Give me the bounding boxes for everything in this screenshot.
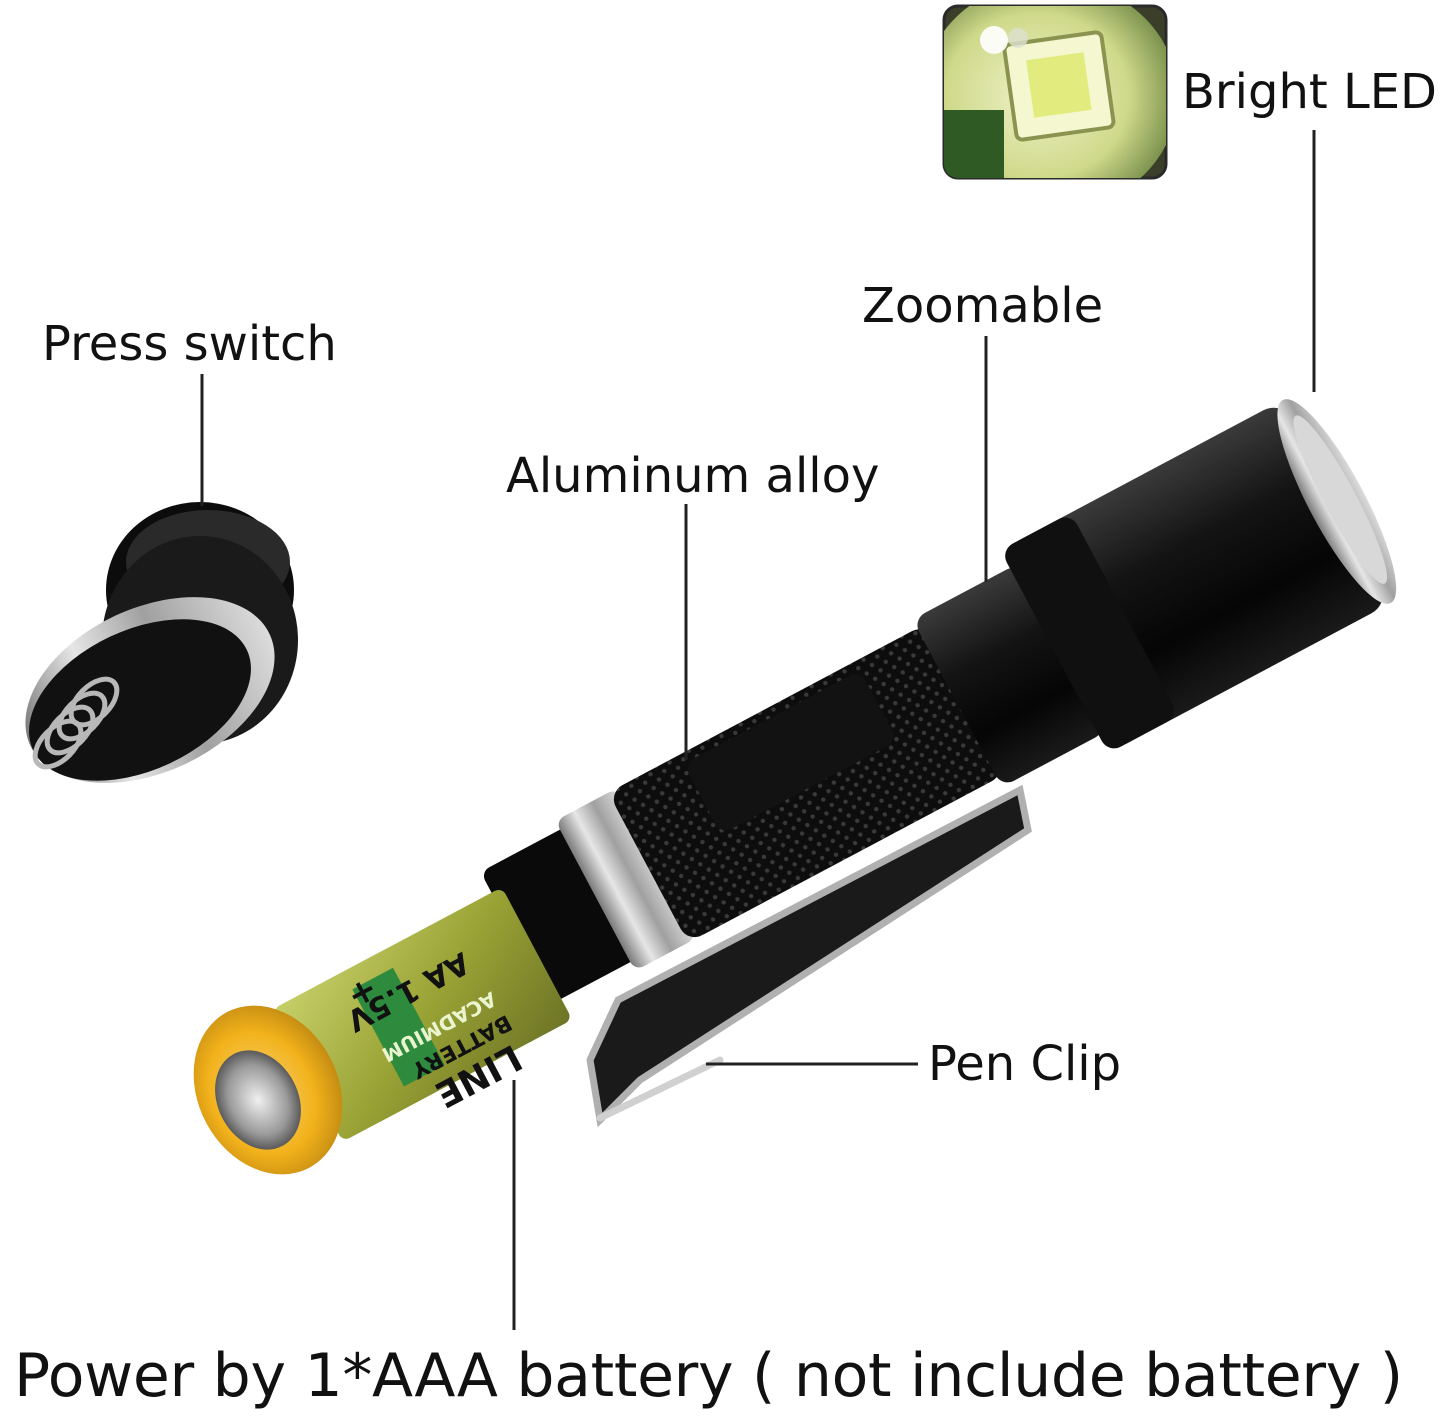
pen-clip-label: Pen Clip [928, 1036, 1122, 1092]
press-switch-label: Press switch [42, 316, 337, 372]
led-closeup-inset [942, 4, 1168, 180]
aluminum-alloy-label: Aluminum alloy [506, 448, 880, 504]
aaa-battery: AA 1.5V ACADMIUM BATTERY LINE + [193, 889, 570, 1175]
spring [32, 676, 120, 770]
pen-clip [586, 784, 1032, 1128]
zoomable-label: Zoomable [862, 278, 1104, 334]
leader-lines [200, 130, 1316, 1330]
bright-led-label: Bright LED [1182, 64, 1437, 120]
tail-cap-switch [25, 502, 298, 783]
power-caption: Power by 1*AAA battery ( not include bat… [14, 1341, 1403, 1411]
flashlight-body [483, 399, 1397, 1001]
